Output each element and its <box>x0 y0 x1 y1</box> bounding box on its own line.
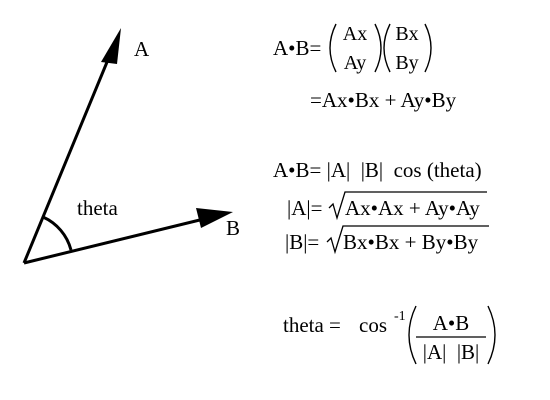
theta-denominator: |A| |B| <box>423 340 480 364</box>
theta-exponent: -1 <box>394 309 406 324</box>
dot-cos-relation: A•B= |A| |B| cos (theta) <box>273 158 482 182</box>
vector-a-label: A <box>134 37 150 61</box>
vec-b-right-paren <box>424 23 432 73</box>
mag-a-radicand: Ax•Ax + Ay•Ay <box>345 196 480 220</box>
mag-b-lhs: |B|= <box>285 230 319 254</box>
magnitude-formulas: A•B= |A| |B| cos (theta) |A|= Ax•Ax + Ay… <box>273 158 489 255</box>
vector-a-arrowhead <box>101 28 121 64</box>
dot-product-lhs: A•B= <box>273 36 321 60</box>
dot-product-formula: A•B= Ax Ay Bx By =Ax•Bx + Ay•By <box>273 23 457 112</box>
vector-diagram: A B theta <box>22 28 240 265</box>
mag-b-radicand: Bx•Bx + By•By <box>343 230 479 254</box>
theta-lhs: theta = <box>283 313 346 337</box>
angle-label: theta <box>77 196 118 220</box>
theta-right-paren <box>487 305 496 365</box>
angle-arc <box>42 215 73 251</box>
vec-b-bottom: By <box>395 52 418 74</box>
vec-a-top: Ax <box>343 23 367 45</box>
vector-b-line <box>23 215 213 265</box>
theta-formula: theta = cos -1 A•B |A| |B| <box>283 305 496 365</box>
theta-func: cos <box>359 313 387 337</box>
theta-left-paren <box>408 305 417 365</box>
vec-b-top: Bx <box>395 23 418 45</box>
mag-a-lhs: |A|= <box>287 196 322 220</box>
vec-a-right-paren <box>374 23 382 73</box>
theta-numerator: A•B <box>433 311 470 335</box>
vector-a-line <box>22 49 114 264</box>
vec-a-left-paren <box>329 23 337 73</box>
dot-product-expansion: =Ax•Bx + Ay•By <box>310 88 457 112</box>
mag-b-sqrt-icon <box>326 225 489 255</box>
vector-b-arrowhead <box>196 208 233 228</box>
vec-b-left-paren <box>383 23 391 73</box>
mag-a-sqrt-icon <box>328 191 487 221</box>
vec-a-bottom: Ay <box>344 52 367 74</box>
vector-b-label: B <box>226 216 240 240</box>
